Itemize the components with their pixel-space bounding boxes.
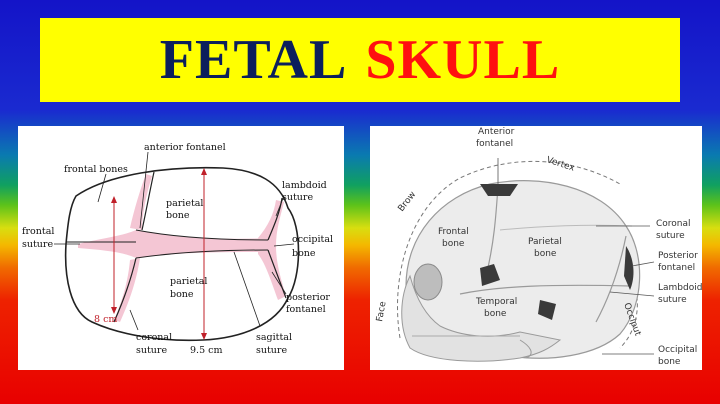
posterior-fontanel-shape	[624, 246, 634, 290]
label-lambdoid-1: Lambdoid	[658, 283, 702, 293]
label-parietal-1: Parietal	[528, 237, 562, 247]
label-vertex: Vertex	[545, 155, 576, 174]
label-frontal-suture-1: frontal	[22, 226, 54, 237]
label-8cm: 8 cm	[94, 314, 117, 325]
leader-posterior-fontanel	[271, 271, 287, 295]
label-lambdoid-2: suture	[658, 295, 687, 305]
lambdoid-suture-line	[595, 235, 627, 323]
title-word-skull: SKULL	[365, 29, 561, 91]
leader-anterior-fontanel	[139, 151, 149, 229]
leader-frontal-bones	[97, 173, 107, 203]
label-occipital-2: bone	[658, 357, 681, 367]
label-sagittal-2: suture	[256, 345, 287, 356]
label-sagittal-1: sagittal	[256, 332, 292, 343]
parietal-line	[499, 224, 633, 231]
label-anterior-fontanel-1: Anterior	[478, 127, 515, 137]
label-occipital-1: Occipital	[658, 345, 697, 355]
skull-top-view-diagram: frontal bones anterior fontanel lambdoid…	[22, 142, 333, 356]
leader-coronal	[129, 309, 139, 331]
coronal-suture-region	[114, 174, 152, 322]
label-parietal-bottom-2: bone	[170, 289, 194, 300]
label-temporal-2: bone	[484, 309, 507, 319]
mastoid-fontanel-shape	[538, 300, 556, 320]
measure-arrow-8cm-bottom	[111, 307, 117, 314]
label-brow: Brow	[396, 190, 418, 214]
label-9-5cm: 9.5 cm	[190, 345, 222, 356]
label-coronal-2: suture	[136, 345, 167, 356]
label-coronal-1: Coronal	[656, 219, 691, 229]
skull-side-view-panel: Anterior fontanel Vertex Brow Coronal su…	[370, 126, 702, 370]
label-coronal-2: suture	[656, 231, 685, 241]
sagittal-suture-region	[136, 230, 268, 258]
vertex-dashed-arc	[397, 160, 621, 339]
label-occipital-2: bone	[292, 248, 316, 259]
coronal-suture-line-bottom	[113, 257, 137, 323]
title-word-fetal: FETAL	[159, 29, 348, 91]
label-posterior-fontanel-2: fontanel	[286, 304, 326, 315]
label-posterior-fontanel-2: fontanel	[658, 263, 695, 273]
label-frontal-1: Frontal	[438, 227, 469, 237]
title-banner: FETAL SKULL	[40, 18, 680, 102]
label-coronal-1: coronal	[136, 332, 172, 343]
measure-arrow-9-5cm-bottom	[201, 333, 207, 340]
label-posterior-fontanel-1: Posterior	[658, 251, 698, 261]
label-face: Face	[375, 300, 388, 322]
anterior-fontanel-shape	[480, 184, 518, 196]
anterior-fontanel-region	[78, 230, 141, 258]
sphenoid-fontanel-shape	[480, 264, 500, 286]
leader-lambdoid	[609, 291, 655, 297]
leader-lambdoid	[275, 195, 285, 217]
label-parietal-bottom-1: parietal	[170, 276, 207, 287]
measure-arrow-8cm-top	[111, 196, 117, 203]
label-lambdoid-2: suture	[282, 192, 313, 203]
temporal-upper-line	[459, 284, 631, 295]
label-temporal-1: Temporal	[475, 297, 517, 307]
label-frontal-bones: frontal bones	[64, 164, 128, 175]
label-anterior-fontanel: anterior fontanel	[144, 142, 226, 153]
label-lambdoid-1: lambdoid	[282, 180, 327, 191]
sagittal-line-top	[135, 229, 269, 241]
jaw-angle-line	[519, 339, 532, 359]
label-parietal-top-2: bone	[166, 210, 190, 221]
coronal-suture-line-top	[141, 171, 155, 231]
label-parietal-2: bone	[534, 249, 557, 259]
label-frontal-2: bone	[442, 239, 465, 249]
label-posterior-fontanel-1: posterior	[286, 292, 330, 303]
leader-occipital	[273, 243, 295, 247]
measure-arrow-9-5cm-top	[201, 168, 207, 175]
posterior-fontanel-region	[258, 200, 286, 300]
skull-side-view-diagram: Anterior fontanel Vertex Brow Coronal su…	[375, 127, 702, 367]
sagittal-line-bottom	[135, 249, 269, 259]
skull-top-view-panel: frontal bones anterior fontanel lambdoid…	[18, 126, 344, 370]
label-parietal-top-1: parietal	[166, 198, 203, 209]
leader-posterior-fontanel	[631, 261, 655, 267]
label-anterior-fontanel-2: fontanel	[476, 139, 513, 149]
orbit-icon	[413, 263, 443, 301]
label-occipital-1: occipital	[292, 234, 333, 245]
leader-sagittal	[233, 251, 261, 327]
label-frontal-suture-2: suture	[22, 239, 53, 250]
